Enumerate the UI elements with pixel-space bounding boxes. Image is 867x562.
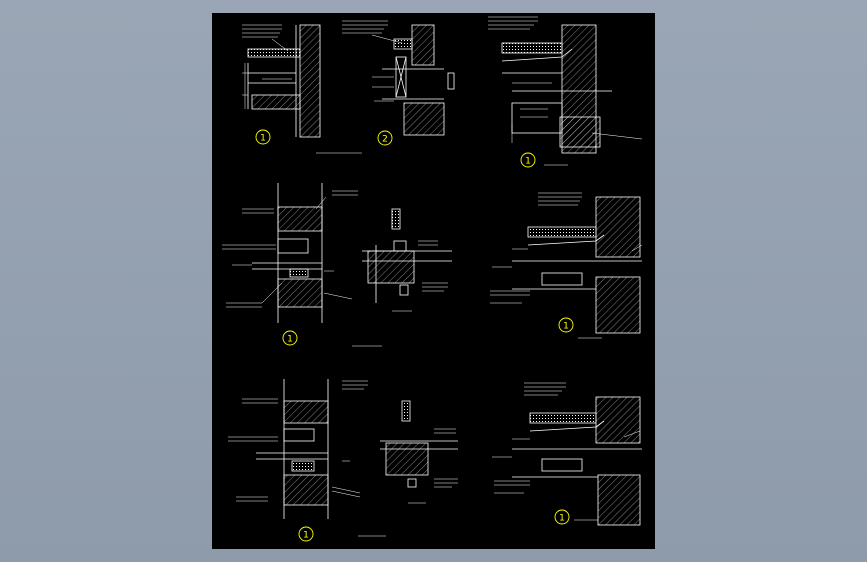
detail-5 bbox=[490, 192, 643, 334]
detail-bubble-label: 1 bbox=[287, 335, 293, 345]
detail-bubble-1 bbox=[255, 129, 271, 145]
detail-bubble-2 bbox=[377, 130, 393, 146]
drawing-sheet: 1 2 bbox=[212, 13, 655, 549]
detail-1 bbox=[242, 24, 321, 138]
caption-marks bbox=[316, 152, 602, 521]
detail-6-section bbox=[380, 400, 458, 504]
detail-4 bbox=[222, 183, 358, 323]
detail-bubble-label: 2 bbox=[382, 135, 388, 145]
detail-bubble-label: 1 bbox=[303, 531, 309, 541]
detail-bubble-label: 1 bbox=[559, 514, 565, 524]
detail-bubble-7 bbox=[554, 509, 570, 525]
detail-bubble-label: 1 bbox=[260, 134, 266, 144]
detail-bubble-4 bbox=[282, 330, 298, 346]
detail-4-section bbox=[362, 208, 452, 312]
detail-bubble-5 bbox=[558, 317, 574, 333]
detail-bubble-3 bbox=[520, 152, 536, 168]
cad-linework: 1 2 bbox=[222, 16, 643, 542]
detail-3 bbox=[488, 16, 643, 154]
detail-bubble-label: 1 bbox=[525, 157, 531, 167]
detail-7 bbox=[492, 382, 642, 526]
detail-bubble-6 bbox=[298, 526, 314, 542]
detail-2 bbox=[342, 20, 455, 136]
detail-bubble-label: 1 bbox=[563, 322, 569, 332]
detail-6 bbox=[228, 379, 368, 519]
